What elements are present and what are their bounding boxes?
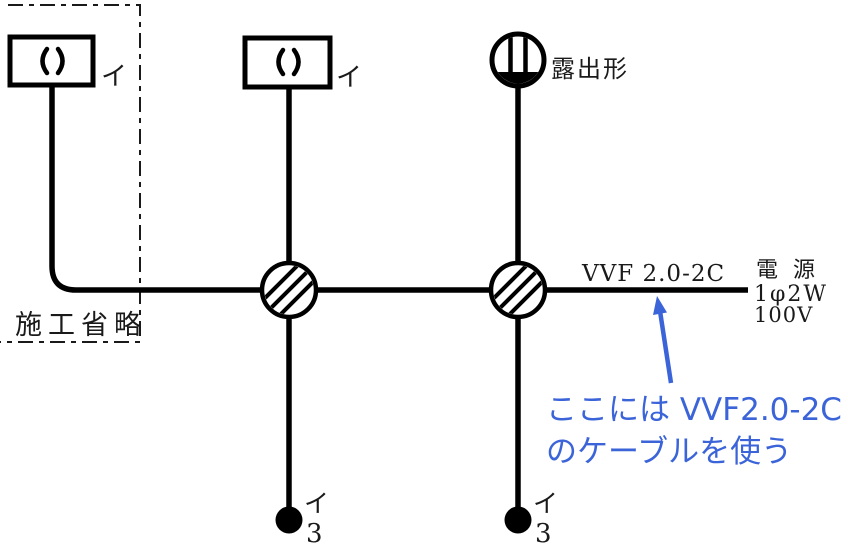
junction-box-1-icon — [259, 260, 319, 320]
main-wire — [49, 85, 748, 293]
switch1-icon — [275, 506, 303, 534]
annotation-arrow-icon — [653, 296, 674, 384]
fixture2-label: イ — [336, 63, 362, 93]
power-line1: 電 源 — [756, 258, 819, 283]
cable-label: VVF 2.0-2C — [581, 261, 725, 287]
ceiling-light-2-icon — [242, 35, 333, 90]
switch1-label: イ — [304, 489, 329, 518]
annotation-line1: ここには VVF2.0-2C — [546, 392, 842, 428]
omitted-section-boundary — [0, 4, 141, 343]
switch2-ways: 3 — [535, 519, 552, 544]
junction-box-2-icon — [488, 260, 548, 320]
annotation-line2: のケーブルを使う — [546, 434, 792, 470]
fixture1-label: イ — [101, 62, 127, 92]
receptacle-label: 露出形 — [551, 55, 629, 83]
wiring-lines — [49, 84, 748, 512]
power-line3: 100V — [754, 303, 813, 327]
power-source-label: 電 源 1φ2W 100V — [754, 258, 828, 327]
switch2-icon — [504, 506, 532, 534]
switch2-label: イ — [533, 489, 558, 518]
switch1-ways: 3 — [306, 519, 323, 544]
omitted-section-label: 施工省略 — [15, 310, 147, 341]
power-line2: 1φ2W — [754, 282, 828, 307]
ceiling-light-1-icon — [7, 34, 96, 88]
lamp-receptacle-icon — [489, 31, 547, 89]
